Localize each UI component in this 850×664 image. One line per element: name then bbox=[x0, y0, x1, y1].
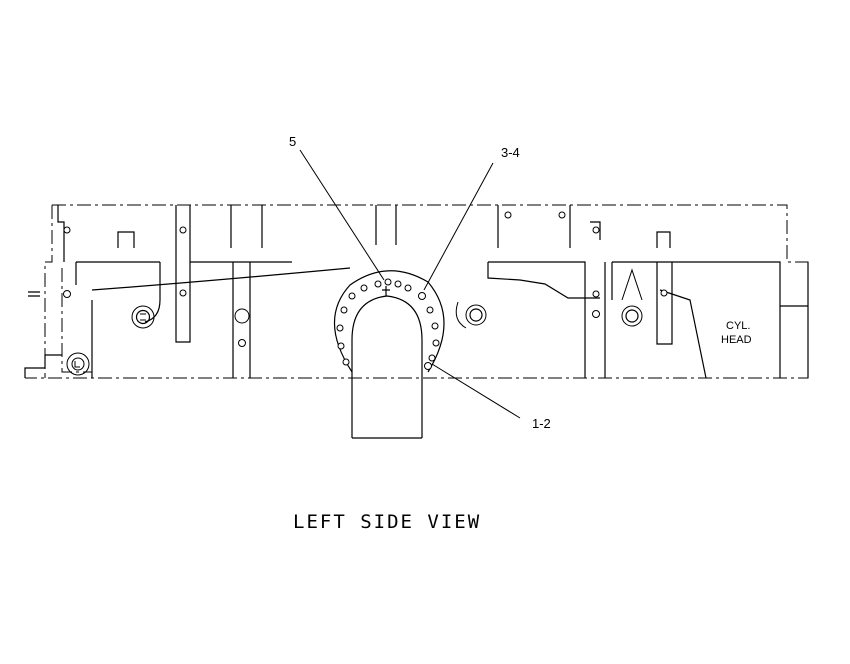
callout-3-4: 3-4 bbox=[501, 145, 520, 160]
boss bbox=[621, 305, 643, 327]
bolt-hole bbox=[592, 226, 600, 234]
boss-bolt bbox=[135, 309, 151, 325]
top-posts bbox=[117, 205, 673, 378]
bolt-hole bbox=[660, 289, 668, 297]
cover-bolt bbox=[424, 362, 432, 370]
bolt-hole bbox=[238, 339, 246, 347]
cyl-head-label-line2: HEAD bbox=[721, 334, 752, 346]
cover-bolt bbox=[342, 358, 350, 366]
leader-1-2 bbox=[431, 363, 521, 419]
bolt-hole bbox=[234, 308, 250, 324]
pivot-bosses bbox=[66, 268, 643, 376]
cover-bolt bbox=[418, 292, 426, 300]
boss-bolt bbox=[625, 309, 639, 323]
leader-3-4 bbox=[423, 162, 494, 291]
cyl-head-label-line1: CYL. bbox=[726, 320, 750, 332]
cover-bolt bbox=[384, 278, 392, 286]
boss bbox=[66, 352, 90, 376]
left-end-bracket bbox=[24, 205, 71, 378]
cover-bolt bbox=[360, 284, 368, 292]
cover-bolt bbox=[340, 306, 348, 314]
bolt-hole bbox=[63, 226, 71, 234]
bolt-hole bbox=[63, 290, 71, 298]
bolt-hole bbox=[592, 310, 600, 318]
boss bbox=[465, 304, 487, 326]
leader-5 bbox=[299, 149, 385, 281]
view-title: LEFT SIDE VIEW bbox=[293, 511, 481, 533]
boss bbox=[131, 305, 155, 329]
outline-envelope bbox=[25, 204, 809, 379]
cover-bolt bbox=[428, 354, 436, 362]
bolt-hole bbox=[558, 211, 566, 219]
cover-bolt bbox=[374, 280, 382, 288]
callout-5: 5 bbox=[289, 134, 296, 149]
cover-bolt bbox=[426, 306, 434, 314]
bolt-hole bbox=[179, 226, 187, 234]
bolt-hole bbox=[179, 289, 187, 297]
cover-bolt bbox=[336, 324, 344, 332]
cover-bolt bbox=[348, 292, 356, 300]
front-cover bbox=[333, 270, 445, 439]
engine-block-outline bbox=[75, 261, 809, 379]
boss-bolt bbox=[71, 357, 85, 371]
bolt-hole bbox=[592, 290, 600, 298]
cover-bolt bbox=[404, 284, 412, 292]
callout-1-2: 1-2 bbox=[532, 416, 551, 431]
cover-bolt bbox=[337, 342, 345, 350]
cover-bolt bbox=[431, 322, 439, 330]
boss-bolt bbox=[469, 308, 483, 322]
leader-lines bbox=[299, 149, 521, 419]
bolt-hole bbox=[504, 211, 512, 219]
cover-bolt bbox=[432, 339, 440, 347]
cover-bolt bbox=[394, 280, 402, 288]
